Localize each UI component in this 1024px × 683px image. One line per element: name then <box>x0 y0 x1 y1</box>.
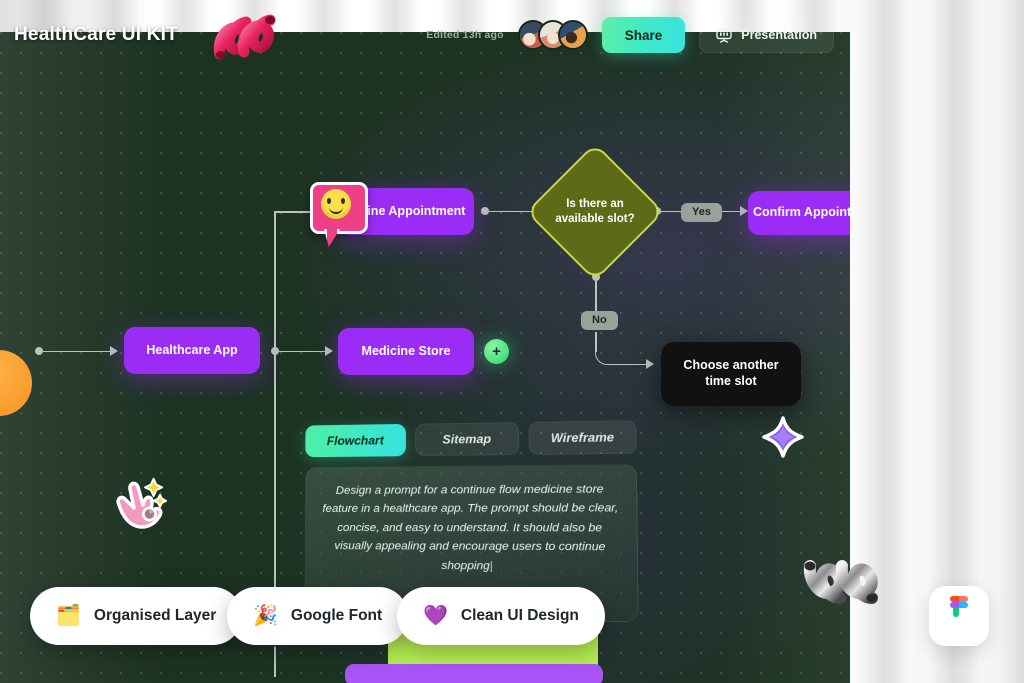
flow-node-label: Confirm Appointment <box>753 205 850 220</box>
text-caret: | <box>489 559 493 573</box>
header-actions: Edited 13h ago Share Presentation <box>426 17 834 53</box>
connector-dot <box>35 347 43 355</box>
add-node-button[interactable]: + <box>484 339 509 364</box>
speech-bubble-tail <box>324 229 340 247</box>
feature-pill-label: Clean UI Design <box>460 607 579 624</box>
party-popper-icon: 🎉 <box>253 605 278 627</box>
presentation-button[interactable]: Presentation <box>699 17 834 53</box>
prompt-text: Design a prompt for a continue flow medi… <box>322 483 619 573</box>
file-header-bar: HealthCare UI KIT Edited 13h ago Share <box>0 0 850 70</box>
tab-sitemap[interactable]: Sitemap <box>415 422 520 457</box>
connector-dot <box>481 207 489 215</box>
flow-node-label: Choose another time slot <box>683 358 778 389</box>
feature-pill-google-font[interactable]: 🎉 Google Font <box>227 587 409 645</box>
decision-line-2: available slot? <box>555 213 635 225</box>
last-edited-label: Edited 13h ago <box>426 29 504 41</box>
purple-star-sticker <box>762 416 804 458</box>
connector-line <box>595 281 597 315</box>
flow-node-choose-another-time-slot[interactable]: Choose another time slot <box>661 342 801 406</box>
tab-label: Wireframe <box>550 429 615 446</box>
feature-pill-label: Google Font <box>290 607 383 624</box>
choose-line-2: time slot <box>705 374 757 388</box>
connector-elbow <box>595 345 615 365</box>
flow-node-available-slot-decision[interactable]: Is there an available slot? <box>525 142 665 282</box>
connector-trunk <box>274 212 276 677</box>
connector-line <box>279 350 328 352</box>
page-title: HealthCare UI KIT <box>14 24 178 45</box>
connector-arrow <box>110 346 118 356</box>
figma-canvas[interactable]: Healthcare App Medicine Store + Online A… <box>0 32 850 683</box>
connector-line <box>274 211 322 213</box>
chrome-spiral-3d <box>798 546 886 618</box>
tab-label: Sitemap <box>442 431 492 447</box>
plus-icon: + <box>492 343 501 360</box>
background-purple-bar <box>345 664 603 683</box>
connector-dot <box>271 347 279 355</box>
flow-node-medicine-store[interactable]: Medicine Store <box>338 328 474 375</box>
presentation-label: Presentation <box>741 28 817 42</box>
share-button[interactable]: Share <box>601 17 686 53</box>
presentation-icon <box>716 28 732 43</box>
connector-line <box>43 350 115 352</box>
tab-flowchart[interactable]: Flowchart <box>305 423 406 458</box>
figma-logo-badge <box>929 586 989 646</box>
flow-node-confirm-appointment[interactable]: Confirm Appointment <box>748 191 850 235</box>
connector-line <box>716 210 744 212</box>
flow-node-label: Healthcare App <box>146 342 238 357</box>
collaborator-avatars[interactable] <box>517 20 588 50</box>
ok-hand-sticker <box>112 472 174 534</box>
tab-wireframe[interactable]: Wireframe <box>528 420 637 455</box>
panel-tabs: Flowchart Sitemap Wireframe <box>305 420 637 458</box>
figma-logo <box>947 595 971 637</box>
pink-spiral-3d <box>210 8 276 66</box>
flow-node-label: Is there an available slot? <box>546 197 644 227</box>
tab-label: Flowchart <box>326 433 384 449</box>
decision-line-1: Is there an <box>566 197 624 210</box>
connector-line <box>489 210 535 212</box>
connector-line <box>614 363 650 365</box>
connector-line <box>595 332 597 352</box>
connector-dot <box>592 273 600 281</box>
flow-node-label: Medicine Store <box>361 343 451 358</box>
feature-pill-organised-layer[interactable]: 🗂️ Organised Layer <box>30 587 243 645</box>
flow-node-label: Online Appointment <box>346 203 466 218</box>
edge-label-yes: Yes <box>681 203 722 222</box>
connector-line <box>661 210 681 212</box>
flow-node-healthcare-app[interactable]: Healthcare App <box>124 327 260 374</box>
smiley-speech-bubble-sticker <box>310 182 368 247</box>
choose-line-1: Choose another <box>683 358 779 373</box>
purple-heart-icon: 💜 <box>423 605 448 627</box>
folder-icon: 🗂️ <box>56 605 81 627</box>
feature-pill-clean-ui-design[interactable]: 💜 Clean UI Design <box>397 587 605 645</box>
connector-arrow <box>646 359 654 369</box>
avatar[interactable] <box>557 20 588 50</box>
edge-label-no: No <box>581 311 618 330</box>
feature-pill-label: Organised Layer <box>93 607 217 624</box>
connector-arrow <box>740 206 748 216</box>
orange-circle-shape <box>0 350 32 416</box>
smiley-face-icon <box>321 189 351 219</box>
connector-arrow <box>325 346 333 356</box>
